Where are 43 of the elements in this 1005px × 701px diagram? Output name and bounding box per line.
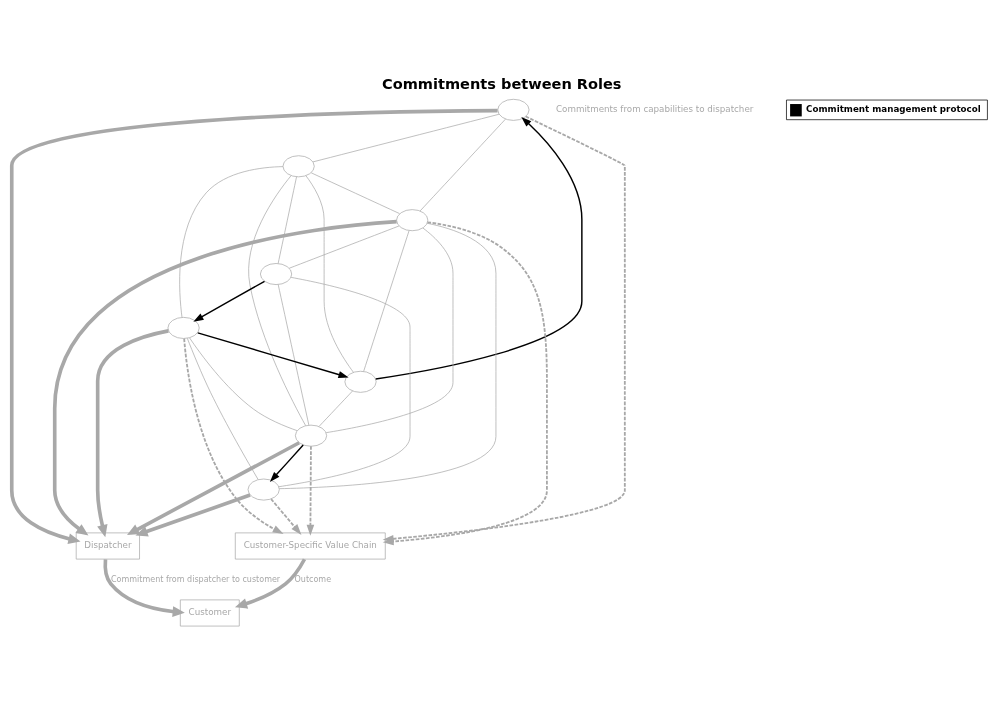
connector xyxy=(312,113,500,163)
arrow xyxy=(306,445,315,536)
node-ellipse xyxy=(282,155,315,178)
arrow xyxy=(197,332,349,379)
arrow xyxy=(270,498,302,535)
connector xyxy=(363,230,410,372)
connector xyxy=(318,390,353,427)
node-ellipse xyxy=(167,317,200,339)
connector xyxy=(305,175,354,373)
node-ellipse xyxy=(247,478,280,501)
arrow xyxy=(135,493,251,537)
node-ellipse xyxy=(497,98,530,121)
arrow xyxy=(103,559,185,617)
connector xyxy=(325,227,454,434)
connector xyxy=(248,175,306,426)
node-ellipse xyxy=(295,424,328,447)
arrow xyxy=(127,441,301,536)
arrow xyxy=(183,337,284,535)
arrow xyxy=(375,117,583,380)
arrow xyxy=(95,329,169,538)
arrow xyxy=(234,558,307,609)
node-box: Dispatcher xyxy=(75,532,140,560)
label: Commitments from capabilities to dispatcher xyxy=(555,104,754,115)
node-box: Customer-Specific Value Chain xyxy=(234,532,386,560)
connector xyxy=(419,118,506,212)
connector xyxy=(278,222,497,490)
connector xyxy=(278,277,411,488)
connector xyxy=(186,337,259,480)
connector xyxy=(288,225,400,269)
legend-label: Commitment management protocol xyxy=(806,103,981,114)
diagram-title: Commitments between Roles xyxy=(382,74,622,92)
node-ellipse xyxy=(344,370,377,393)
node-ellipse xyxy=(260,263,293,285)
connector xyxy=(189,337,298,431)
connector xyxy=(310,172,400,214)
node-box: Customer xyxy=(179,599,240,627)
connector xyxy=(277,284,310,426)
arrow xyxy=(52,219,397,536)
node-ellipse xyxy=(396,209,429,232)
arrow xyxy=(193,280,266,322)
connector xyxy=(277,176,297,264)
connector xyxy=(179,166,284,318)
arrow xyxy=(269,444,304,482)
